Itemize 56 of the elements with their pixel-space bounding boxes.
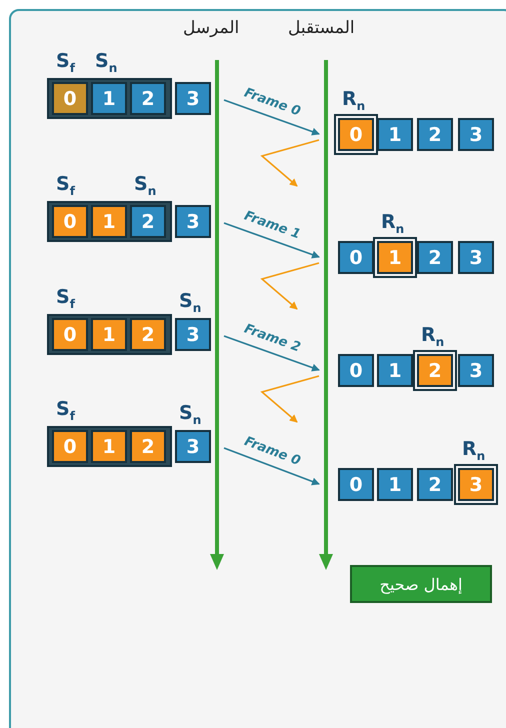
status-label: إهمال صحيح (350, 565, 492, 603)
pointer-label: R$_{n}$ (421, 324, 444, 351)
pointer-label: R$_{n}$ (381, 211, 404, 238)
sequence-number: 0 (338, 468, 374, 501)
sequence-number: 2 (417, 468, 453, 501)
sequence-number: 1 (91, 82, 127, 115)
pointer-label: S$_{n}$ (134, 173, 156, 200)
sequence-number: 0 (52, 82, 88, 115)
pointer-label: S$_{f}$ (56, 50, 75, 77)
sequence-number: 3 (175, 82, 211, 115)
pointer-label: R$_{n}$ (342, 88, 366, 115)
pointer-label: S$_{f}$ (56, 173, 75, 200)
sequence-number: 1 (91, 205, 127, 238)
sequence-number: 2 (417, 118, 453, 151)
sequence-number: 2 (130, 430, 166, 463)
pointer-label: S$_{n}$ (179, 290, 202, 317)
sequence-number: 3 (175, 205, 211, 238)
arrow (224, 222, 320, 258)
sequence-number: 0 (52, 205, 88, 238)
sequence-number: 3 (175, 430, 211, 463)
column-heading: المستقبل (288, 18, 355, 38)
acknowledgement-arrow (260, 262, 320, 310)
timeline-arrow (319, 60, 333, 570)
arrow (224, 447, 320, 486)
window-frame (47, 201, 172, 242)
sequence-number: 2 (130, 318, 166, 351)
sequence-number: 3 (175, 318, 211, 351)
pointer-label: S$_{f}$ (56, 286, 75, 313)
arrow (224, 99, 320, 136)
sequence-number: 1 (91, 318, 127, 351)
sequence-number: 1 (91, 430, 127, 463)
sequence-number: 3 (458, 241, 494, 274)
pointer-label: S$_{n}$ (95, 50, 118, 77)
sequence-number: 0 (52, 318, 88, 351)
sequence-number: 0 (52, 430, 88, 463)
window-frame (47, 426, 172, 467)
acknowledgement-arrow (260, 139, 320, 187)
sequence-number: 1 (377, 354, 413, 387)
window-frame (47, 78, 172, 119)
column-heading: المرسل (183, 18, 240, 38)
sequence-number: 1 (377, 468, 413, 501)
pointer-label: S$_{f}$ (56, 398, 75, 425)
sequence-number: 2 (417, 241, 453, 274)
sequence-number: 2 (130, 205, 166, 238)
timeline-arrow (210, 60, 224, 570)
sequence-number: 3 (458, 118, 494, 151)
pointer-label: R$_{n}$ (462, 438, 486, 465)
window-frame (47, 314, 172, 355)
sequence-number: 0 (338, 241, 374, 274)
acknowledgement-arrow (260, 375, 320, 423)
pointer-label: S$_{n}$ (179, 402, 202, 429)
arrow (224, 335, 320, 372)
sequence-number: 3 (458, 354, 494, 387)
sequence-number: 2 (130, 82, 166, 115)
sequence-number: 0 (338, 354, 374, 387)
sequence-number: 1 (377, 118, 413, 151)
